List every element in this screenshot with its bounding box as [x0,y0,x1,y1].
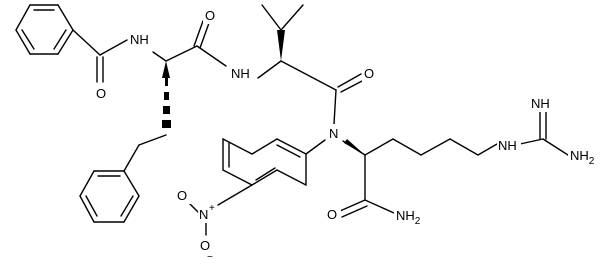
bond-ring-to-nitro-n [217,184,253,206]
bond-val-ch-to-methyl-left [261,4,282,31]
bond-val-c-o-2 [340,79,365,93]
bond-benzoyl-c-to-nh [99,39,128,56]
bond-guan-c-to-nh2 [542,138,569,156]
bond-guan-nh-to-c [519,138,544,145]
bond-nh-to-phe-alpha [152,51,167,62]
bond-phe-c-o-2 [199,22,210,49]
anilide-nitrogen-label: N [329,126,338,141]
guanidine-amine-subscript: 2 [589,156,595,167]
nitro-nitrogen-label: N [199,207,208,222]
amide-nh2-label: NH2 [396,208,421,227]
guanidine-nh-label: NH [498,138,517,153]
benzoyl-oxygen-label: O [96,86,106,101]
bond-benzyl-ch2-to-ring [138,134,167,146]
guanidine-amine-label: NH2 [570,148,595,167]
nitrophenyl-ring [222,138,307,186]
amide-nh2-text: NH [396,208,415,223]
val-carbonyl-oxygen-label: O [364,66,374,81]
benzoyl-phenyl-ring [15,4,74,55]
bond-amide-c-to-nh2 [364,199,395,214]
wedge-val-alpha [277,30,285,61]
bond-arg-cb-to-cg [392,138,422,156]
hash-phe-to-benzyl [162,78,171,128]
amide-nh2-subscript: 2 [415,216,421,227]
bond-nh-to-val-alpha [257,60,282,79]
guanidine-amine-text: NH [570,148,589,163]
bond-phe-alpha-to-carbonyl [165,45,198,62]
nitro-oxygen-single-label: O [200,238,210,253]
stereo-wedges [162,30,365,155]
bond-amide-c-o-2 [341,205,368,218]
bond-arg-alpha-to-cb [364,138,394,156]
nitro-positive-charge: + [209,203,215,214]
nitro-oxygen-negative-charge: − [207,252,213,263]
bond-arg-ce-to-nh [477,143,498,156]
nitro-oxygen-double-label: O [177,188,187,203]
bond-n-to-nitrophenyl [305,139,326,155]
bond-phe-c-o-1 [193,20,204,47]
phe-side-chain-ring [79,144,140,223]
atom-label-layer: O NH O NH O N N + O O − NH NH NH2 O NH2 [93,6,602,263]
phe-carbonyl-oxygen-label: O [205,8,215,23]
bond-amide-c-o-1 [339,199,366,212]
bond-val-c-o-1 [337,73,362,88]
bond-arg-cg-to-cd [420,138,451,156]
bond-phe-carbonyl-to-nh [196,45,227,67]
bond-phenyl-to-benzoyl-carbon [72,29,101,56]
bond-val-carbonyl-to-n [333,89,337,125]
bond-val-alpha-to-carbonyl [280,60,337,91]
bond-arg-cd-to-ce [449,138,479,156]
amide-oxygen-label: O [327,207,337,222]
guanidine-imine-label: NH [531,96,550,111]
wedge-arg-alpha [344,139,365,155]
val-amide-nh-label: NH [231,66,250,81]
phe-amide-nh-label: NH [130,32,149,47]
bond-val-ch-to-methyl-right [280,4,304,31]
bond-layer [15,4,569,236]
wedge-phe-alpha [162,61,170,78]
